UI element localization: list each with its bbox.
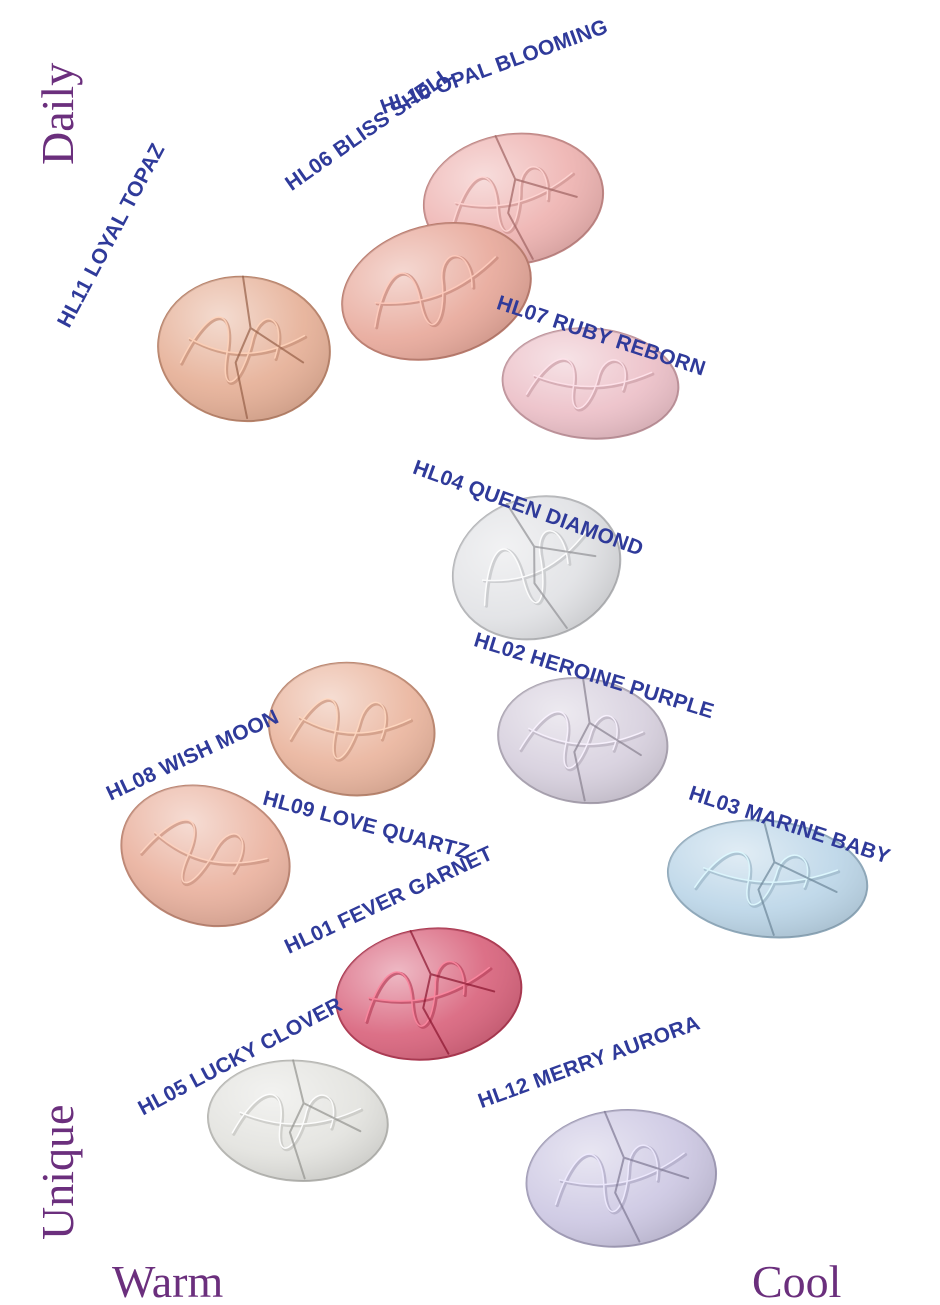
swatch-hl04 (451, 495, 622, 641)
swatch-hl12 (525, 1109, 718, 1248)
label-hl06: HL06 BLISS SHELL (281, 63, 457, 196)
y-axis-high-label: Daily (32, 63, 83, 165)
x-axis-high-label: Cool (752, 1256, 841, 1305)
label-hl12: HL12 MERRY AURORA (475, 1011, 703, 1113)
y-axis-low-label: Unique (32, 1105, 83, 1240)
swatch-hl07 (501, 327, 680, 440)
label-hl11: HL11 LOYAL TOPAZ (53, 140, 169, 332)
swatch-hl09 (268, 661, 436, 797)
swatch-hl03 (666, 819, 869, 939)
swatch-hl11 (157, 275, 331, 423)
x-axis-low-label: Warm (112, 1256, 223, 1305)
swatch-hl08 (120, 784, 291, 928)
label-hl09: HL09 LOVE QUARTZ (261, 787, 472, 864)
swatch-hl01 (335, 927, 523, 1061)
swatch-hl05 (207, 1059, 389, 1182)
swatch-hl06 (341, 221, 532, 361)
swatch-hl02 (497, 677, 669, 805)
